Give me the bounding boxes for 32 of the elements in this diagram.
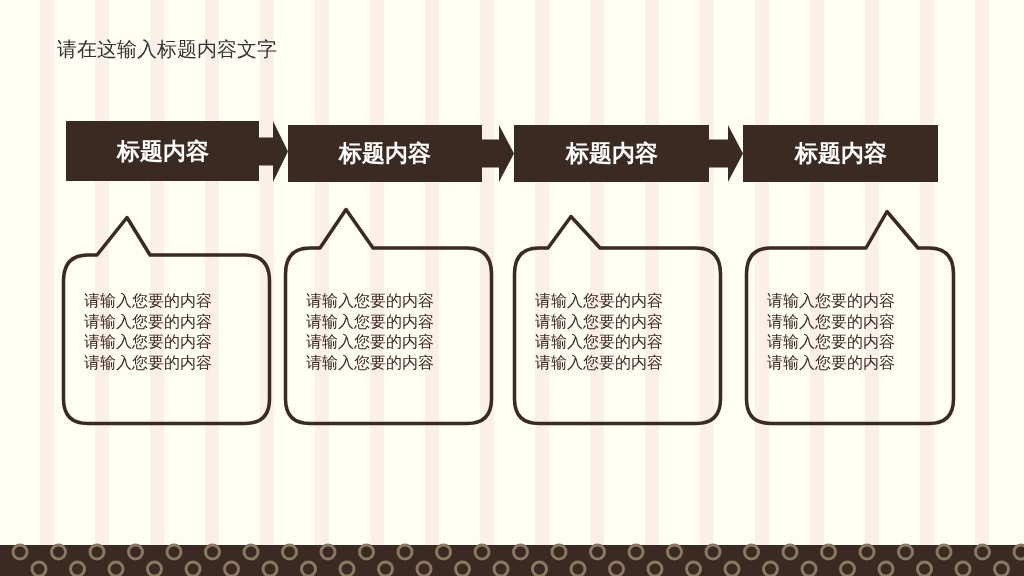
speech-bubble [62,216,271,425]
title-bar [514,125,709,182]
text-line: 请输入您要的内容 [306,352,434,373]
text-line: 请输入您要的内容 [535,352,663,373]
title-bar [66,121,259,181]
speech-bubble [284,208,493,425]
speech-bubble [513,215,722,425]
speech-bubble [745,210,955,425]
bar-label: 标题内容 [116,136,209,166]
text-line: 请输入您要的内容 [306,291,434,311]
text-line: 请输入您要的内容 [767,332,895,352]
text-line: 请输入您要的内容 [84,311,212,332]
title: 请在这输入标题内容文字 [57,37,277,62]
text-line: 请输入您要的内容 [84,332,212,352]
title-bar [288,125,482,182]
text-line: 请输入您要的内容 [767,291,895,311]
text-line: 请输入您要的内容 [84,291,212,311]
bar-label: 标题内容 [339,139,431,168]
chevron-arrow [259,121,288,182]
text-line: 请输入您要的内容 [306,311,434,332]
text-line: 请输入您要的内容 [535,332,663,352]
text-line: 请输入您要的内容 [535,311,663,332]
title-bar [743,125,938,182]
text-line: 请输入您要的内容 [535,291,663,311]
bar-label: 标题内容 [794,139,887,168]
chevron-arrow [482,125,514,182]
text-line: 请输入您要的内容 [306,332,434,352]
bar-label: 标题内容 [565,139,658,168]
text-line: 请输入您要的内容 [767,352,895,373]
text-line: 请输入您要的内容 [767,311,895,332]
text-line: 请输入您要的内容 [84,352,212,373]
chevron-arrow [709,125,743,182]
